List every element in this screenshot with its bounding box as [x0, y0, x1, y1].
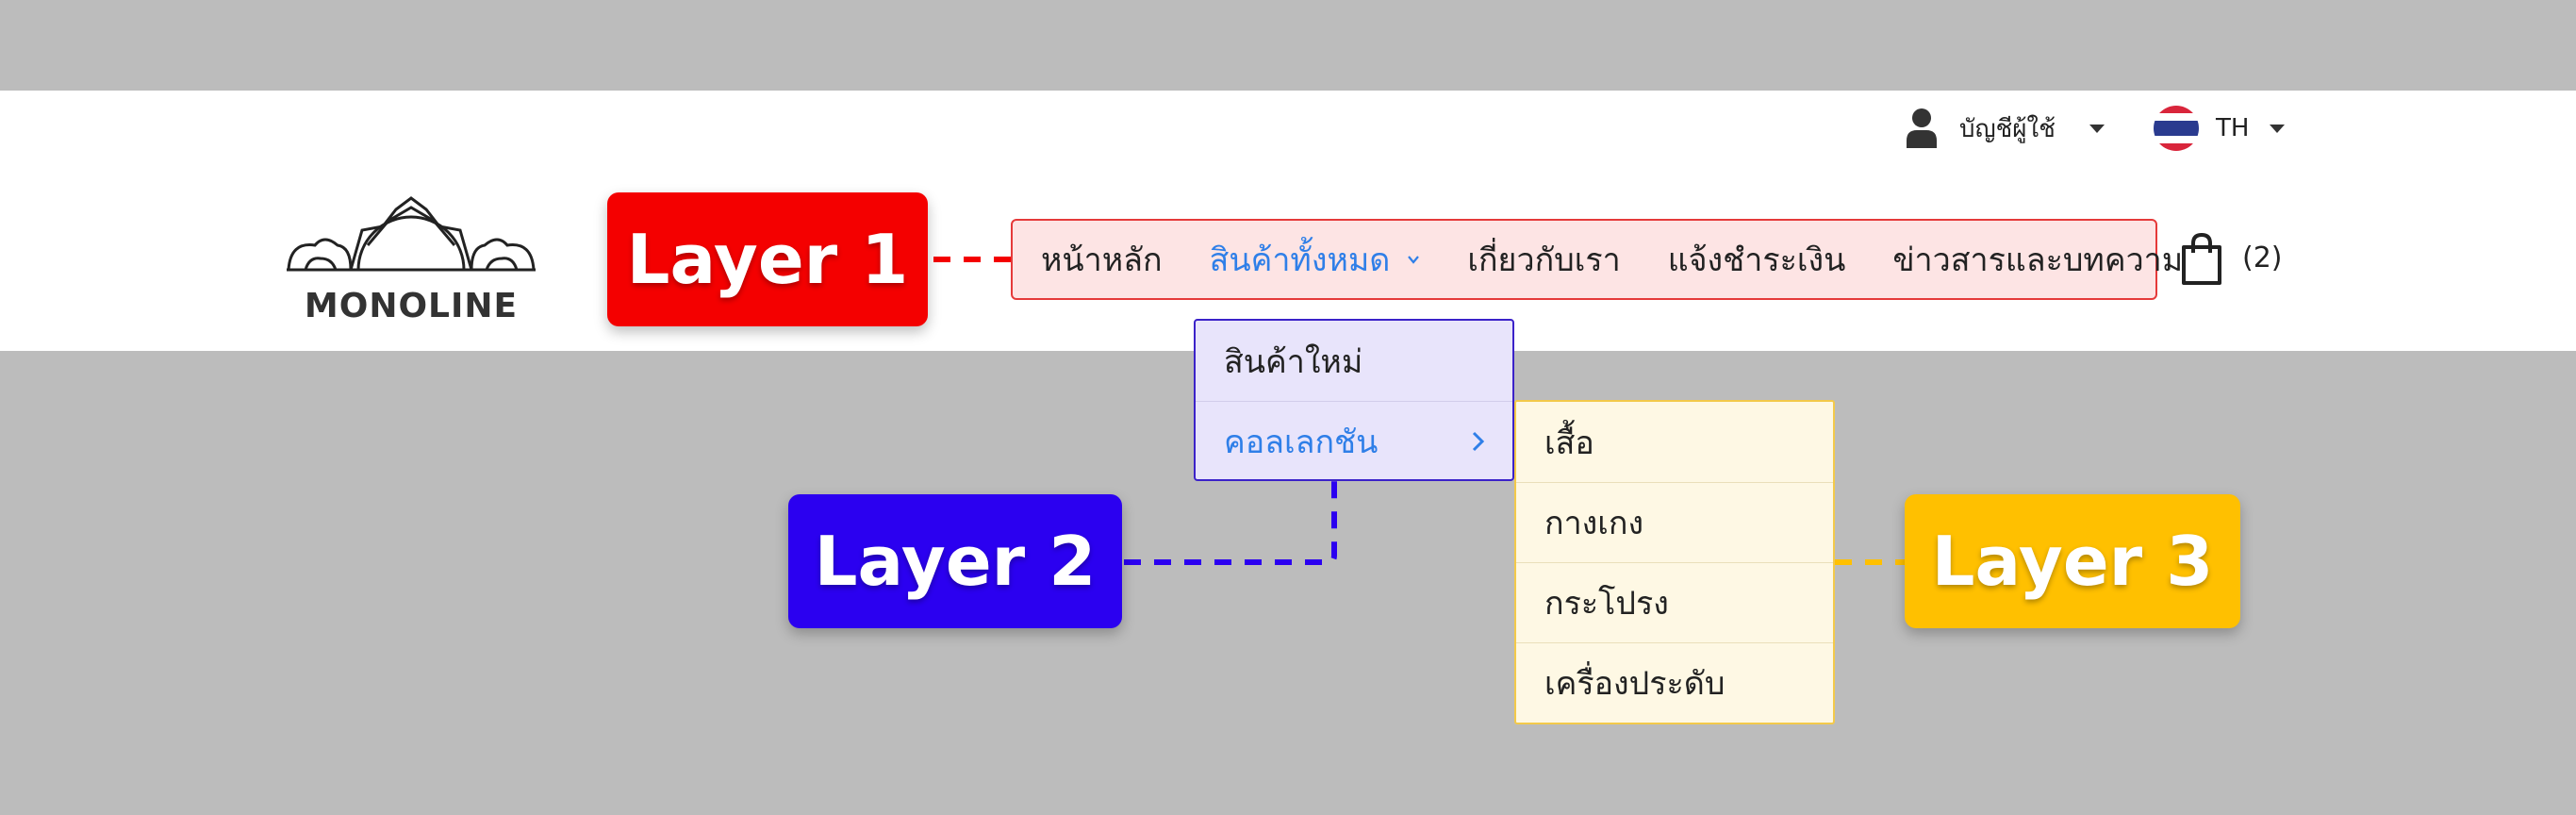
language-label: TH — [2216, 114, 2250, 142]
products-dropdown: สินค้าใหม่ คอลเลกชัน — [1194, 319, 1514, 481]
sun-logo-icon — [287, 196, 536, 272]
nav-item-payment-notice[interactable]: แจ้งชำระเงิน — [1668, 234, 1846, 285]
nav-item-label: สินค้าทั้งหมด — [1209, 241, 1391, 279]
nav-item-all-products[interactable]: สินค้าทั้งหมด — [1210, 234, 1421, 285]
brand-logo[interactable]: MONOLINE — [283, 189, 539, 330]
language-selector[interactable]: TH — [2154, 106, 2286, 151]
caret-down-icon — [2270, 124, 2286, 133]
nav-item-label: เกี่ยวกับเรา — [1467, 241, 1621, 279]
dropdown-item-collection[interactable]: คอลเลกชัน — [1196, 401, 1512, 481]
dropdown-item-label: สินค้าใหม่ — [1224, 342, 1363, 381]
submenu-item-label: เสื้อ — [1544, 424, 1594, 462]
submenu-item-label: กางเกง — [1544, 505, 1644, 542]
submenu-item-accessories[interactable]: เครื่องประดับ — [1516, 642, 1833, 723]
cart-button[interactable]: (2) — [2180, 232, 2283, 287]
nav-item-label: แจ้งชำระเงิน — [1667, 241, 1846, 279]
shopping-bag-icon — [2182, 232, 2221, 285]
brand-name: MONOLINE — [304, 287, 519, 325]
layer2-connector — [1124, 481, 1337, 565]
account-menu[interactable]: บัญชีผู้ใช้ — [1905, 108, 2105, 149]
submenu-item-label: กระโปรง — [1544, 585, 1669, 623]
nav-item-news[interactable]: ข่าวสารและบทความ — [1892, 234, 2183, 285]
dropdown-item-new-products[interactable]: สินค้าใหม่ — [1196, 321, 1512, 401]
submenu-item-pants[interactable]: กางเกง — [1516, 482, 1833, 562]
submenu-item-skirts[interactable]: กระโปรง — [1516, 562, 1833, 642]
nav-item-about[interactable]: เกี่ยวกับเรา — [1467, 234, 1620, 285]
main-navigation: หน้าหลัก สินค้าทั้งหมด เกี่ยวกับเรา แจ้ง… — [1011, 219, 2183, 300]
caret-down-icon — [2089, 124, 2105, 133]
nav-item-label: ข่าวสารและบทความ — [1892, 241, 2184, 279]
layer3-badge: Layer 3 — [1905, 494, 2240, 628]
submenu-item-label: เครื่องประดับ — [1544, 665, 1726, 703]
collection-submenu: เสื้อ กางเกง กระโปรง เครื่องประดับ — [1514, 400, 1835, 724]
chevron-right-icon — [1472, 431, 1485, 452]
nav-item-label: หน้าหลัก — [1041, 241, 1163, 279]
chevron-down-icon — [1408, 256, 1420, 264]
submenu-item-shirts[interactable]: เสื้อ — [1516, 402, 1833, 482]
thai-flag-icon — [2154, 106, 2199, 151]
cart-count: (2) — [2242, 241, 2283, 274]
dropdown-item-label: คอลเลกชัน — [1224, 424, 1379, 461]
layer1-badge: Layer 1 — [607, 192, 928, 326]
nav-item-home[interactable]: หน้าหลัก — [1041, 234, 1163, 285]
account-label: บัญชีผู้ใช้ — [1959, 114, 2056, 143]
layer2-badge: Layer 2 — [788, 494, 1122, 628]
user-icon — [1907, 108, 1937, 148]
